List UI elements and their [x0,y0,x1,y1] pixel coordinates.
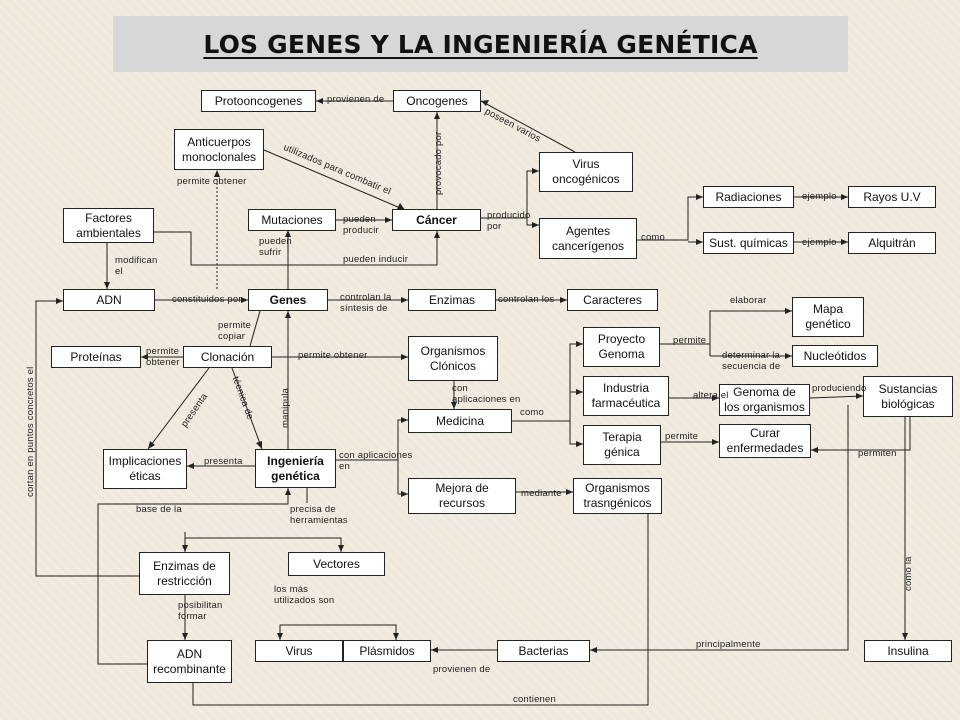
node-implicaciones-eticas[interactable]: Implicaciones éticas [103,449,187,489]
node-mutaciones[interactable]: Mutaciones [248,209,336,231]
node-clonacion[interactable]: Clonación [183,346,272,368]
link-constituidos-por: constituidos por [172,294,242,305]
node-enzimas-restriccion[interactable]: Enzimas de restricción [139,552,230,595]
link-los-mas-utilizados: los más utilizados son [274,584,335,606]
page-title: LOS GENES Y LA INGENIERÍA GENÉTICA [203,30,758,59]
link-elaborar: elaborar [730,295,767,306]
link-como-la: como la [903,556,914,591]
link-controlan-sintesis: controlan la síntesis de [340,292,392,314]
link-ejemplo-radiaciones: ejemplo [802,191,837,202]
node-sust-quimicas[interactable]: Sust. químicas [703,232,794,254]
link-pueden-inducir: pueden inducir [343,254,409,265]
link-permite-obtener-clonicos: permite obtener [298,350,368,361]
link-permite-obtener-proteinas: permite obtener [146,346,180,368]
link-manipula: manipula [280,387,291,428]
link-permite-proyecto: permite [673,335,707,346]
node-alquitran[interactable]: Alquitrán [848,232,936,254]
node-medicina[interactable]: Medicina [408,409,512,433]
link-altera-el: altera el [693,390,729,401]
link-principalmente: principalmente [696,639,761,650]
link-con-aplicaciones-ingenieria: con aplicaciones en [339,450,413,472]
node-mapa-genetico[interactable]: Mapa genético [792,297,864,337]
node-factores-ambientales[interactable]: Factores ambientales [63,208,154,243]
node-oncogenes[interactable]: Oncogenes [393,90,481,112]
node-organismos-clonicos[interactable]: Organismos Clónicos [408,336,498,381]
link-determinar-secuencia: determinar la secuencia de [722,350,781,372]
link-contienen: contienen [513,694,557,705]
node-sustancias-biologicas[interactable]: Sustancias biológicas [863,376,953,417]
node-insulina[interactable]: Insulina [864,640,952,662]
link-como-agentes: como [641,232,666,243]
link-como-medicina: como [520,407,545,418]
node-ingenieria-genetica[interactable]: Ingeniería genética [255,449,336,488]
node-proyecto-genoma[interactable]: Proyecto Genoma [583,327,660,367]
node-cancer[interactable]: Cáncer [392,209,481,231]
link-provocado-por: provocado por [433,131,444,195]
link-base-de-la: base de la [136,504,182,515]
node-virus[interactable]: Virus [255,640,343,662]
node-anticuerpos-monoclonales[interactable]: Anticuerpos monoclonales [174,129,264,170]
link-con-aplicaciones-medicina: con aplicaciones en [452,383,521,405]
link-provienen-de: provienen de [327,94,385,105]
link-cortan-en-puntos: cortan en puntos concretos el [25,366,36,497]
link-permite-terapia: permite [665,431,699,442]
link-precisa-de-herramientas: precisa de herramientas [290,504,348,526]
link-mediante: mediante [521,488,562,499]
node-nucleotidos[interactable]: Nucleótidos [792,345,878,367]
title-banner: LOS GENES Y LA INGENIERÍA GENÉTICA [113,16,848,72]
link-pueden-sufrir: pueden sufrir [259,236,292,258]
link-produciendo: produciendo [812,383,867,394]
node-plasmidos[interactable]: Plásmidos [343,640,431,662]
link-controlan-los: controlan los [498,294,555,305]
node-genoma-organismos[interactable]: Genoma de los organismos [719,384,810,416]
node-genes[interactable]: Genes [248,289,328,311]
node-rayos-uv[interactable]: Rayos U.V [848,186,936,208]
link-modifican-el: modifican el [115,255,158,277]
node-terapia-genica[interactable]: Terapia génica [583,425,661,465]
node-radiaciones[interactable]: Radiaciones [703,186,794,208]
node-industria-farmaceutica[interactable]: Industria farmacéutica [583,376,669,416]
link-permite-obtener: permite obtener [177,176,247,187]
link-presenta-implicaciones: presenta [204,456,243,467]
node-proteinas[interactable]: Proteínas [51,346,141,368]
node-adn-recombinante[interactable]: ADN recombinante [147,640,232,683]
link-pueden-producir: pueden producir [343,214,379,236]
node-virus-oncogenicos[interactable]: Virus oncogénicos [539,152,633,192]
node-mejora-recursos[interactable]: Mejora de recursos [408,478,516,514]
link-producido-por: producido por [487,210,531,232]
link-permiten: permiten [858,448,897,459]
node-enzimas[interactable]: Enzimas [408,289,496,311]
node-bacterias[interactable]: Bacterias [497,640,590,662]
node-adn[interactable]: ADN [63,289,155,311]
link-permite-copiar: permite copiar [218,320,252,342]
node-caracteres[interactable]: Caracteres [567,289,658,311]
node-protooncogenes[interactable]: Protooncogenes [201,90,316,112]
link-ejemplo-sust-quimicas: ejemplo [802,237,837,248]
node-organismos-transgenicos[interactable]: Organismos trasngénicos [573,478,662,514]
link-posibilitan-formar: posibilitan formar [178,600,223,622]
node-agentes-cancerigenos[interactable]: Agentes cancerígenos [539,218,637,259]
node-curar-enfermedades[interactable]: Curar enfermedades [719,424,811,458]
node-vectores[interactable]: Vectores [288,552,385,576]
link-provienen-de-bacterias: provienen de [433,664,491,675]
